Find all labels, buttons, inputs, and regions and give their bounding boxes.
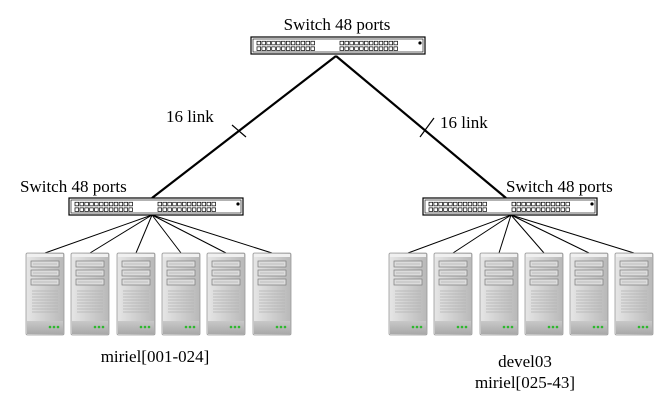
server-link (151, 214, 182, 254)
server-icon (569, 252, 609, 336)
switch-right (422, 197, 598, 216)
server-link (151, 214, 273, 254)
server-link (44, 214, 153, 254)
server-link (510, 214, 635, 254)
server-link (498, 214, 512, 254)
server-icon (25, 252, 65, 336)
server-icon (206, 252, 246, 336)
link-label-left: 16 link (166, 107, 214, 126)
uplink-right (335, 55, 507, 199)
server-icon (614, 252, 654, 336)
switch-icon (68, 197, 244, 216)
server-link (510, 214, 590, 254)
group-label-right-line2: miriel[025-43] (475, 373, 575, 392)
switch-left (68, 197, 244, 216)
server-links-right (407, 214, 635, 254)
server-icon (433, 252, 473, 336)
server-icon (116, 252, 156, 336)
link-mark-left (231, 124, 247, 138)
server-icon (479, 252, 519, 336)
switch-icon (250, 36, 426, 55)
link-label-right: 16 link (440, 113, 488, 132)
server-rack-right (388, 252, 654, 336)
switch-right-label: Switch 48 ports (506, 177, 613, 196)
server-rack-left (25, 252, 292, 336)
server-link (407, 214, 512, 254)
server-link (151, 214, 227, 254)
group-label-right-line1: devel03 (498, 352, 552, 371)
server-link (452, 214, 512, 254)
switch-top (250, 36, 426, 55)
switch-top-label: Switch 48 ports (284, 15, 391, 34)
server-link (89, 214, 153, 254)
server-links-left (44, 214, 273, 254)
switch-left-label: Switch 48 ports (20, 177, 127, 196)
group-label-left: miriel[001-024] (101, 347, 210, 366)
server-icon (388, 252, 428, 336)
server-link (135, 214, 153, 254)
server-icon (252, 252, 292, 336)
server-icon (70, 252, 110, 336)
server-icon (524, 252, 564, 336)
uplink-left (151, 55, 337, 199)
switch-icon (422, 197, 598, 216)
link-mark-right (419, 117, 435, 138)
server-link (510, 214, 545, 254)
server-icon (161, 252, 201, 336)
